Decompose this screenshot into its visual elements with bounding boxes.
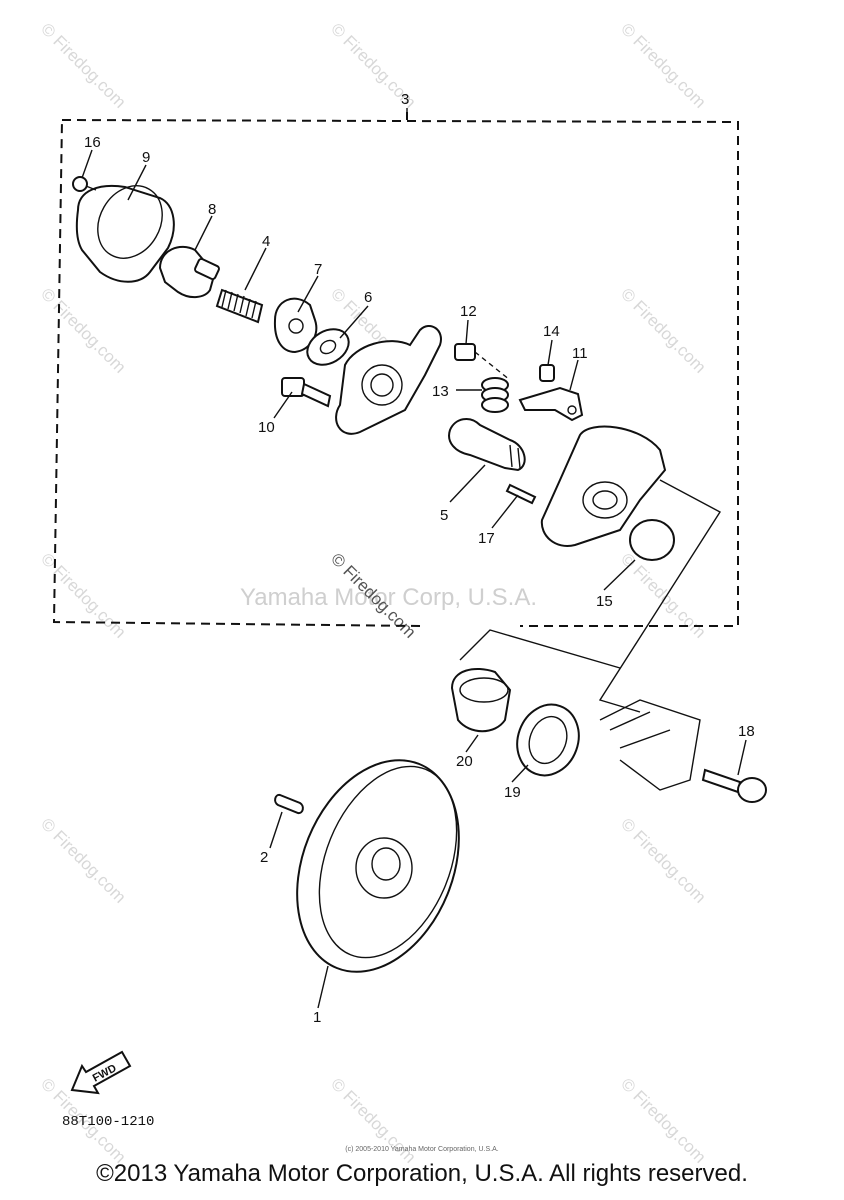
callout-17: 17	[478, 530, 495, 547]
part-9-cover	[75, 184, 175, 283]
fwd-arrow-icon: FWD	[70, 1050, 132, 1095]
callout-19: 19	[504, 784, 521, 801]
main-housing	[540, 425, 667, 547]
callout-9: 9	[142, 149, 150, 166]
housing-plate	[335, 325, 442, 435]
leader-path	[459, 479, 721, 713]
micro-copyright: (c) 2005-2010 Yamaha Motor Corporation, …	[345, 1146, 499, 1153]
part-16-screw	[72, 176, 97, 192]
callout-12: 12	[460, 303, 477, 320]
callout-6: 6	[364, 289, 372, 306]
callout-3: 3	[401, 91, 409, 108]
callout-20: 20	[456, 753, 473, 770]
watermark: © Firedog.com	[37, 549, 129, 641]
callout-8: 8	[208, 201, 216, 218]
callout-1: 1	[313, 1009, 321, 1026]
part-10-bolt	[281, 377, 332, 408]
part-2-key	[274, 793, 304, 815]
callout-10: 10	[258, 419, 275, 436]
part-8-shaft-holder	[158, 245, 220, 298]
crankcase-fragment	[599, 699, 701, 791]
callout-16: 16	[84, 134, 101, 151]
watermark: © Firedog.com	[37, 19, 129, 111]
part-18-bolt	[701, 768, 767, 803]
callout-5: 5	[440, 507, 448, 524]
callout-15: 15	[596, 593, 613, 610]
callout-18: 18	[738, 723, 755, 740]
watermark-center-mark: Yamaha Motor Corp, U.S.A.	[240, 584, 537, 611]
callout-11: 11	[572, 345, 588, 362]
watermark: © Firedog.com	[37, 814, 129, 906]
watermark: © Firedog.com	[37, 284, 129, 376]
callout-numbers: 1 2 3 4 5 6 7 8 9 10 11 12 13 14 15 16 1…	[84, 91, 755, 1026]
part-13-spring	[481, 377, 509, 413]
part-20-cap	[450, 668, 512, 733]
assembly-3-boundary	[52, 108, 739, 627]
callout-2: 2	[260, 849, 268, 866]
watermark: © Firedog.com	[617, 19, 709, 111]
fwd-label: FWD	[91, 1062, 119, 1084]
part-17-pin	[505, 483, 537, 505]
part-14-clip	[539, 364, 555, 382]
part-4-spring	[215, 288, 264, 324]
part-11-lever	[518, 386, 584, 422]
callout-leaders	[81, 149, 747, 1009]
part-19-ring	[516, 703, 580, 777]
watermark: © Firedog.com	[617, 814, 709, 906]
part-15-cap	[629, 519, 675, 561]
part-5-shaft	[448, 418, 526, 472]
drawing-number: 88T100-1210	[62, 1114, 155, 1130]
callout-14: 14	[543, 323, 560, 340]
part-1-sheave	[296, 759, 460, 973]
part-6-washer	[306, 328, 350, 366]
callout-7: 7	[314, 261, 322, 278]
callout-4: 4	[262, 233, 270, 250]
watermark: © Firedog.com	[617, 284, 709, 376]
callout-13: 13	[432, 383, 449, 400]
copyright-notice: ©2013 Yamaha Motor Corporation, U.S.A. A…	[96, 1160, 748, 1187]
part-12-bolt	[454, 343, 511, 381]
